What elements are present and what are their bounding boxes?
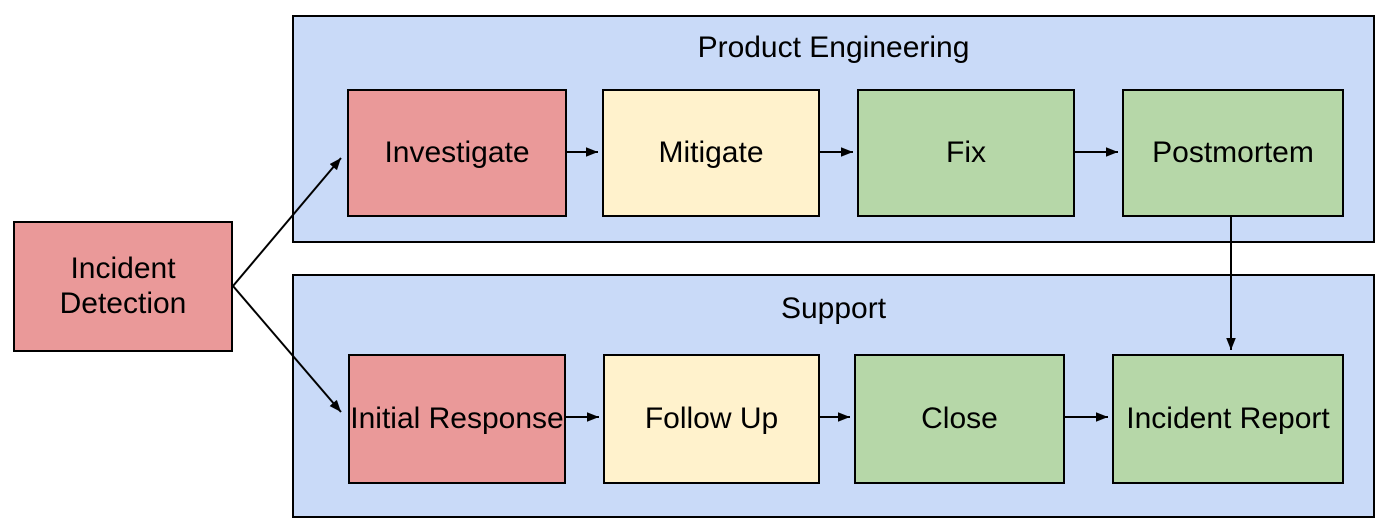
node-label: Fix: [946, 135, 986, 169]
node-label: Investigate: [384, 135, 530, 169]
node-label: Incident Report: [1126, 401, 1330, 435]
node-fix: Fix: [857, 89, 1075, 217]
node-investigate: Investigate: [347, 89, 567, 217]
lane-title-product-engineering: Product Engineering: [697, 31, 970, 64]
lane-title-support: Support: [780, 292, 887, 325]
node-label: Mitigate: [658, 135, 764, 169]
lane-support: Support Initial Response Follow Up Close…: [292, 274, 1375, 518]
node-initial-response: Initial Response: [348, 354, 566, 484]
node-incident-report: Incident Report: [1112, 354, 1344, 484]
node-mitigate: Mitigate: [602, 89, 820, 217]
node-label: Postmortem: [1152, 135, 1314, 169]
node-label: Incident Detection: [59, 252, 187, 320]
node-close: Close: [854, 354, 1065, 484]
node-postmortem: Postmortem: [1122, 89, 1344, 217]
lane-product-engineering: Product Engineering Investigate Mitigate…: [292, 15, 1375, 243]
node-follow-up: Follow Up: [603, 354, 820, 484]
node-label: Follow Up: [644, 401, 779, 435]
node-label: Close: [921, 401, 998, 435]
node-incident-detection: Incident Detection: [13, 221, 233, 352]
node-label: Initial Response: [350, 401, 564, 435]
